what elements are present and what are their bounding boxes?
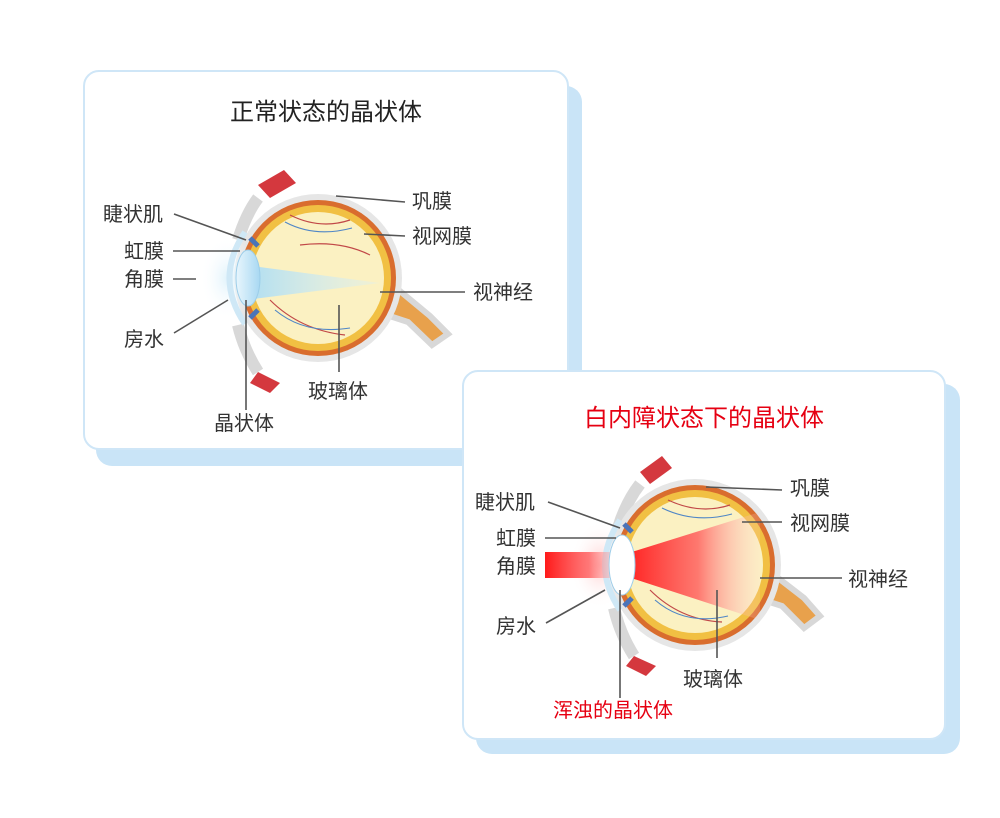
normal-label-cornea: 角膜: [124, 267, 164, 291]
cataract-eye: [545, 456, 825, 676]
lower-muscle-shape: [626, 656, 656, 676]
vessels-blue: [654, 507, 733, 620]
incoming-red-beam: [545, 552, 625, 578]
cataract-label-optic-nerve: 视神经: [848, 567, 908, 591]
cataract-label-cornea: 角膜: [496, 554, 536, 578]
normal-label-sclera: 巩膜: [412, 189, 452, 213]
normal-label-ciliary: 睫状肌: [103, 202, 163, 226]
cataract-label-lens: 浑浊的晶状体: [553, 698, 673, 722]
normal-eye: [200, 170, 453, 393]
lower-muscle-tendon: [608, 606, 640, 660]
cataract-label-vitreous: 玻璃体: [683, 667, 743, 691]
upper-muscle-shape: [640, 456, 672, 484]
normal-label-retina: 视网膜: [412, 224, 472, 248]
normal-label-iris: 虹膜: [124, 239, 164, 263]
iris-shape: [248, 236, 260, 320]
cataract-card-title: 白内障状态下的晶状体: [584, 404, 824, 432]
cataract-label-iris: 虹膜: [496, 526, 536, 550]
lower-muscle-shape: [250, 372, 280, 393]
scattered-red-beam: [622, 512, 760, 620]
vessels-blue: [274, 221, 353, 331]
normal-label-lens: 晶状体: [214, 411, 274, 435]
cataract-leader-lines: [545, 486, 842, 698]
upper-muscle-shape: [258, 170, 296, 198]
normal-card-title: 正常状态的晶状体: [230, 98, 422, 126]
lens-shape: [235, 249, 261, 307]
cataract-label-aqueous: 房水: [496, 614, 536, 638]
iris-shape: [622, 522, 634, 608]
cataract-label-ciliary: 睫状肌: [475, 490, 535, 514]
normal-label-optic-nerve: 视神经: [473, 280, 533, 304]
cataract-label-retina: 视网膜: [790, 511, 850, 535]
cloudy-lens-shape: [608, 534, 636, 596]
cornea-shape: [226, 230, 248, 326]
normal-leader-lines: [173, 195, 465, 410]
cataract-label-sclera: 巩膜: [790, 476, 830, 500]
vessels-red: [649, 499, 731, 623]
vessels-red: [269, 214, 371, 336]
light-beam: [245, 265, 380, 300]
normal-label-vitreous: 玻璃体: [308, 379, 368, 403]
normal-label-aqueous: 房水: [124, 327, 164, 351]
